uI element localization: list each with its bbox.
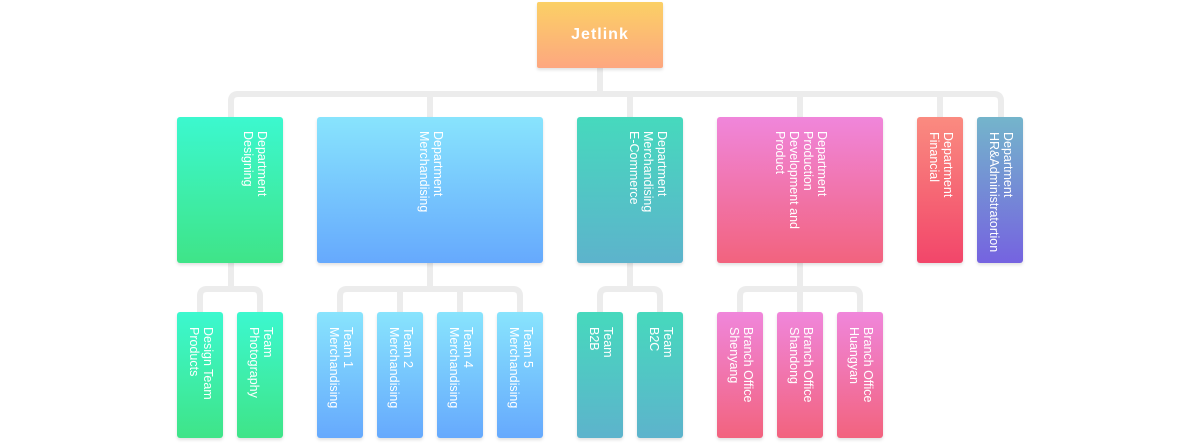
team-label: Team B2C [647, 327, 675, 358]
department-merchandising[interactable]: Department Merchandising [317, 117, 543, 263]
department-hr-administration[interactable]: Department HR&Administratortion [977, 117, 1023, 263]
org-root-label: Jetlink [571, 26, 629, 43]
team-b2b[interactable]: Team B2B [577, 312, 623, 438]
department-label: Department HR&Administratortion [987, 132, 1015, 253]
branch-office-huangyan[interactable]: Branch Office Huangyan [837, 312, 883, 438]
team-label: Team 1 Merchandising [327, 327, 355, 409]
team-b2c[interactable]: Team B2C [637, 312, 683, 438]
team-label: Branch Office Huangyan [847, 327, 875, 403]
branch-office-shenyang[interactable]: Branch Office Shenyang [717, 312, 763, 438]
team-label: Team 5 Merchandising [507, 327, 535, 409]
team-label: Team B2B [587, 327, 615, 358]
department-merchandising-ecommerce[interactable]: Department Merchandising E-Commerce [577, 117, 683, 263]
team-label: Branch Office Shandong [787, 327, 815, 403]
team-label: Branch Office Shenyang [727, 327, 755, 403]
team-1-merchandising[interactable]: Team 1 Merchandising [317, 312, 363, 438]
team-label: Team Photography [247, 327, 275, 398]
team-5-merchandising[interactable]: Team 5 Merchandising [497, 312, 543, 438]
team-2-merchandising[interactable]: Team 2 Merchandising [377, 312, 423, 438]
team-4-merchandising[interactable]: Team 4 Merchandising [437, 312, 483, 438]
org-root-jetlink[interactable]: Jetlink [537, 2, 663, 68]
department-production-development[interactable]: Department Production Development and Pr… [717, 117, 883, 263]
team-label: Team 4 Merchandising [447, 327, 475, 409]
team-label: Team 2 Merchandising [387, 327, 415, 409]
department-label: Department Financial [927, 132, 955, 198]
department-label: Department Production Development and Pr… [773, 131, 829, 229]
department-label: Department Designing [241, 131, 269, 197]
department-designing[interactable]: Department Designing [177, 117, 283, 263]
team-photography[interactable]: Team Photography [237, 312, 283, 438]
department-label: Department Merchandising E-Commerce [627, 131, 669, 213]
team-design-products[interactable]: Design Team Products [177, 312, 223, 438]
department-financial[interactable]: Department Financial [917, 117, 963, 263]
branch-office-shandong[interactable]: Branch Office Shandong [777, 312, 823, 438]
team-label: Design Team Products [187, 327, 215, 400]
department-label: Department Merchandising [417, 131, 445, 213]
